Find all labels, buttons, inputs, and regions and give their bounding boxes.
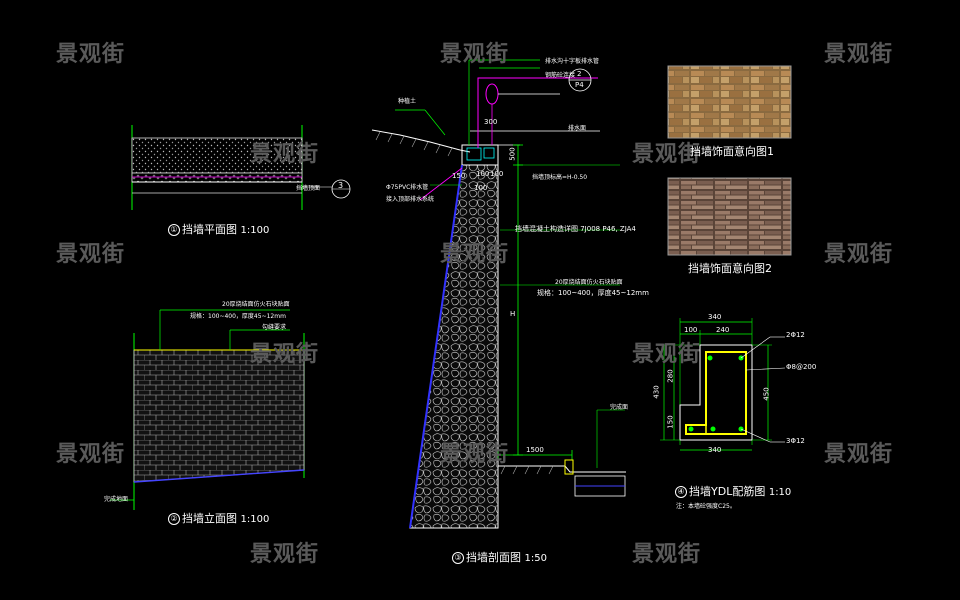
section-dim-H: H — [510, 310, 516, 318]
rebar-dim-430: 430 — [652, 385, 661, 399]
rebar-view — [660, 318, 786, 451]
rebar-note: 注：本墙砼强度C25。 — [676, 503, 736, 510]
section-view — [371, 59, 626, 529]
watermark: 景观街 — [632, 142, 702, 167]
elevation-number: ② — [168, 513, 180, 525]
elevation-title-text: 挡墙立面图 — [182, 512, 237, 525]
elevation-note-4: 完成地面 — [104, 496, 129, 503]
section-title-text: 挡墙剖面图 — [466, 551, 521, 564]
section-dim-100c: 100 — [474, 184, 488, 192]
watermark: 景观街 — [440, 42, 510, 67]
watermark: 景观街 — [632, 342, 702, 367]
section-number: ③ — [452, 552, 464, 564]
section-face-note-1: 20厚烧结面仿火石块贴面 — [555, 279, 623, 286]
watermark: 景观街 — [440, 442, 510, 467]
rebar-dim-100: 100 — [684, 326, 698, 334]
elevation-note-1: 20厚烧结面仿火石块贴面 — [222, 301, 290, 308]
section-scale: 1:50 — [524, 553, 547, 564]
plan-number: ① — [168, 224, 180, 236]
section-dim-300: 300 — [484, 118, 498, 126]
section-dim-150: 150 — [452, 172, 466, 180]
section-stone-note: 挡墙混凝土构造详图 7J008 P46, ZJA4 — [515, 225, 636, 233]
elevation-note-3: 勾缝要求 — [262, 324, 287, 331]
watermark: 景观街 — [56, 242, 126, 267]
watermark: 景观街 — [824, 42, 894, 67]
rebar-bottom-bars: 3Φ12 — [786, 437, 805, 445]
section-finish-note: 排水面 — [568, 125, 587, 132]
watermark: 景观街 — [824, 442, 894, 467]
rebar-stirrup: Φ8@200 — [786, 363, 817, 371]
section-callout-ref: P4 — [575, 81, 584, 89]
photo2-title: 挡墙饰面意向图2 — [688, 262, 772, 275]
elevation-scale: 1:100 — [240, 514, 270, 525]
stone-texture-photo-1 — [667, 65, 792, 139]
plan-callout-number: 3 — [338, 181, 344, 190]
watermark: 景观街 — [56, 42, 126, 67]
section-top-elev-note: 挡墙顶标高=H-0.50 — [532, 174, 588, 181]
elevation-view — [110, 309, 305, 510]
rebar-dim-340-bottom: 340 — [708, 446, 722, 454]
watermark: 景观街 — [250, 142, 320, 167]
section-drain-note-1: 排水沟十字板排水管 — [545, 58, 600, 65]
section-callout-num: 2 — [577, 70, 582, 78]
section-ground-note: 完成面 — [610, 404, 629, 411]
section-pvc-note-2: 接入顶部排水系统 — [386, 196, 435, 203]
rebar-dim-150: 150 — [666, 415, 675, 429]
section-dim-100b: 100 — [490, 170, 504, 178]
rebar-title-text: 挡墙YDL配筋图 — [689, 485, 766, 498]
photo1-title: 挡墙饰面意向图1 — [690, 145, 774, 158]
rebar-dim-280: 280 — [666, 369, 675, 383]
plan-scale: 1:100 — [240, 225, 270, 236]
watermark: 景观街 — [250, 342, 320, 367]
section-dim-500: 500 — [508, 147, 517, 161]
plan-view — [131, 125, 351, 210]
rebar-top-bars: 2Φ12 — [786, 331, 805, 339]
rebar-dim-240: 240 — [716, 326, 730, 334]
watermark: 景观街 — [632, 542, 702, 567]
stone-texture-photo-2 — [667, 177, 792, 256]
rebar-scale: 1:10 — [768, 487, 792, 498]
section-face-note-2: 规格：100~400，厚度45~12mm — [537, 289, 649, 297]
watermark: 景观街 — [824, 242, 894, 267]
plan-top-note: 挡墙顶面 — [296, 185, 321, 192]
rebar-dim-450: 450 — [762, 387, 771, 401]
section-dim-1500: 1500 — [526, 446, 544, 454]
plan-title-text: 挡墙平面图 — [182, 223, 237, 236]
watermark: 景观街 — [56, 442, 126, 467]
rebar-dim-340-top: 340 — [708, 313, 722, 321]
rebar-number: ④ — [675, 486, 687, 498]
section-dim-100a: 100 — [476, 170, 490, 178]
section-drain-note-2: 钢筋砼连接 — [545, 72, 576, 79]
watermark: 景观街 — [250, 542, 320, 567]
elevation-note-2: 规格：100~400，厚度45~12mm — [190, 313, 286, 320]
section-label-top: 种植土 — [398, 98, 417, 105]
section-pvc-note-1: Φ75PVC排水管 — [386, 184, 429, 191]
watermark: 景观街 — [440, 242, 510, 267]
